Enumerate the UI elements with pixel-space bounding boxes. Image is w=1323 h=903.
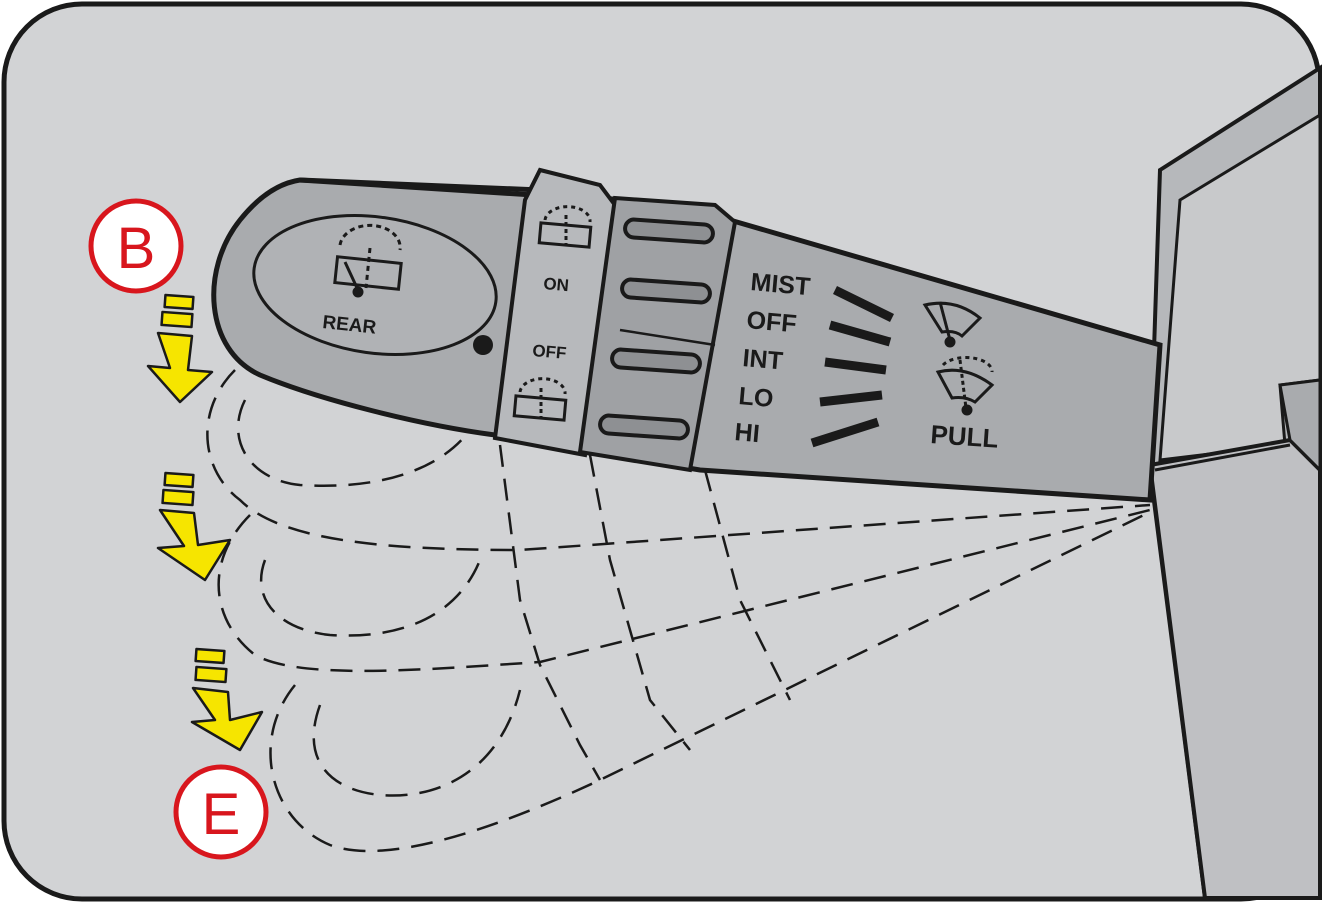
rear-wiper-icon (333, 223, 403, 298)
mode-label-hi: HI (733, 418, 760, 448)
mode-label-off: OFF (745, 306, 797, 338)
callout-e-label: E (202, 782, 241, 847)
mode-labels: MIST OFF INT LO HI (733, 268, 811, 448)
motion-ghost-outlines (206, 369, 1151, 853)
front-washer-icon (935, 356, 995, 416)
front-wiper-icon (922, 301, 983, 348)
motion-arrow-icon (190, 647, 264, 752)
wiper-stalk (211, 167, 1163, 503)
callout-e: E (173, 764, 269, 860)
off-label: OFF (532, 341, 568, 363)
steering-column (1147, 64, 1322, 900)
motion-arrow-icon (156, 471, 232, 582)
pull-label: PULL (930, 419, 1000, 454)
washer-icon (537, 205, 593, 249)
on-label: ON (543, 274, 570, 295)
callout-b: B (88, 198, 184, 294)
callout-b-label: B (117, 216, 156, 281)
washer-icon (512, 377, 568, 422)
mode-label-lo: LO (737, 382, 774, 413)
mode-label-int: INT (741, 344, 784, 375)
mode-label-mist: MIST (749, 268, 811, 301)
motion-arrow-icon (146, 293, 214, 404)
mode-indicator-bars (810, 285, 894, 448)
rotary-ring-grips (598, 217, 715, 441)
